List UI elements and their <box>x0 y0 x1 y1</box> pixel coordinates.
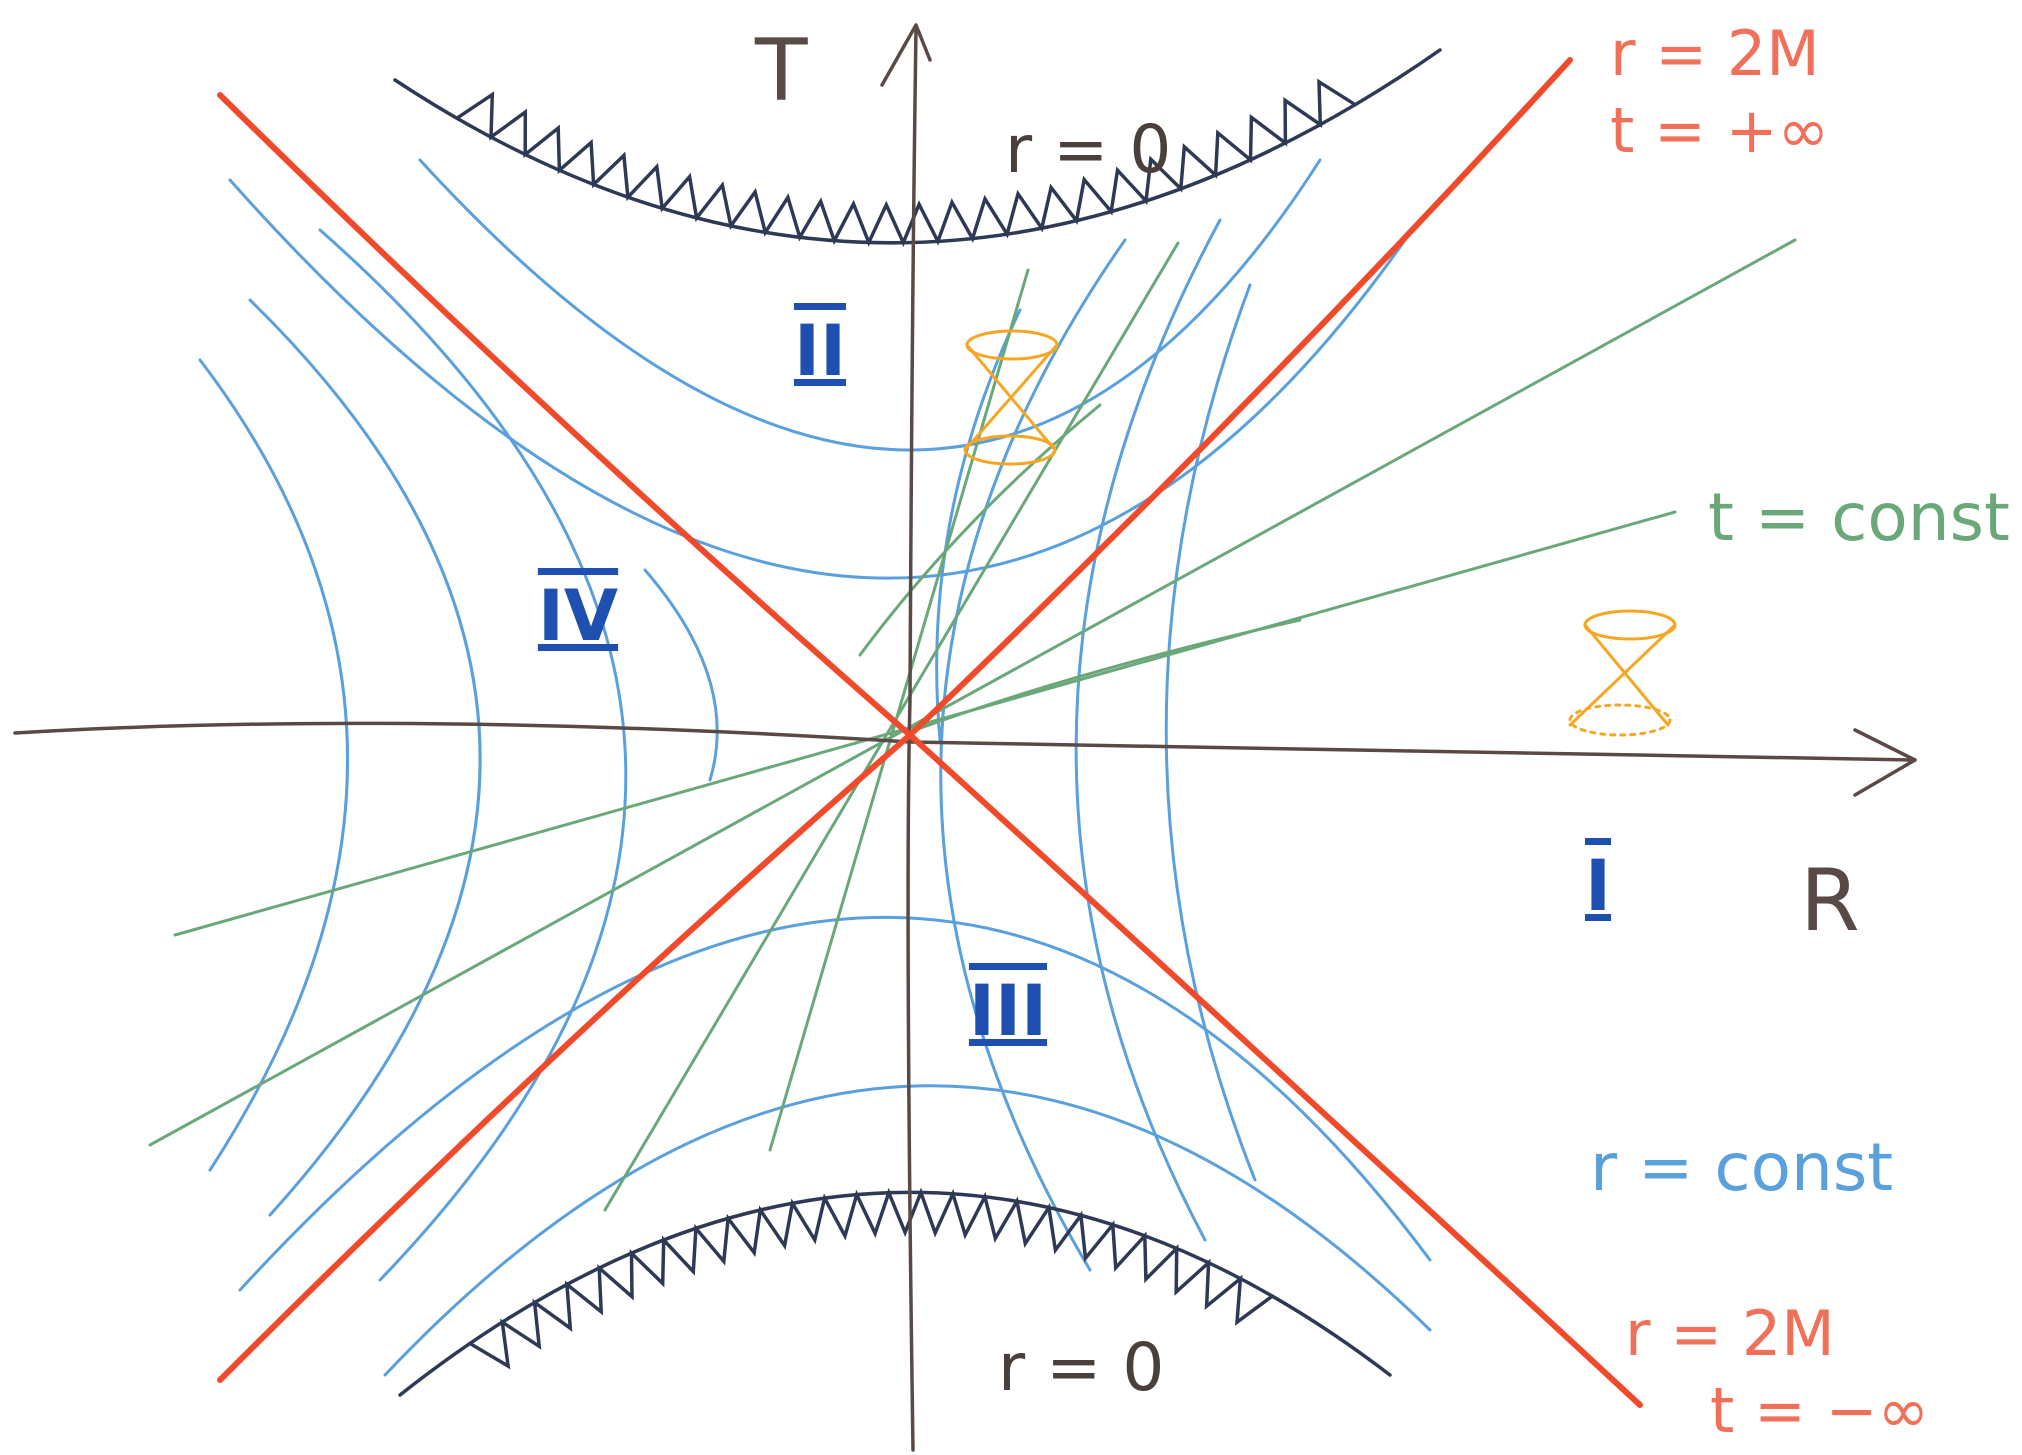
light-cone-sides <box>963 343 1059 452</box>
horizon-future-t-label: t = +∞ <box>1610 94 1829 167</box>
light-cone-top-ellipse <box>1583 609 1677 641</box>
t-const-line-4 <box>603 241 1180 1212</box>
region-label-one: I <box>1585 845 1611 927</box>
light-cone-region-two <box>963 329 1059 466</box>
light-cones <box>963 329 1677 737</box>
singularity-bottom-zigzag <box>468 1187 1275 1370</box>
t-const-line-6 <box>858 403 1102 657</box>
singularity-bottom-label: r = 0 <box>998 1329 1164 1406</box>
horizon-future-r-label: r = 2M <box>1610 17 1820 90</box>
light-cone-top-ellipse <box>965 329 1059 361</box>
horizons <box>217 57 1643 1408</box>
r-const-curve-right-2 <box>1074 218 1222 1242</box>
t-const-line-3 <box>913 618 1302 732</box>
light-cone-bottom-ellipse <box>1568 703 1672 737</box>
labels: T R II IV III I r = 0 r = 0 r = 2M t = +… <box>538 17 2010 1447</box>
t-const-line-1 <box>148 238 1797 1147</box>
region-label-three: III <box>969 970 1047 1052</box>
region-label-four: IV <box>538 575 618 657</box>
r-const-curve-left-2 <box>248 298 482 1217</box>
axis-label-t: T <box>754 21 808 121</box>
r-const-curve-left-3 <box>318 228 628 1282</box>
singularity-bottom-curve <box>398 1190 1392 1397</box>
light-cone-region-one <box>1568 609 1677 737</box>
t-const-label: t = const <box>1708 479 2010 556</box>
t-const-line-5 <box>768 268 1030 1152</box>
singularity-top-zigzag <box>455 78 1358 248</box>
axis-label-r: R <box>1800 851 1860 951</box>
r-const-curve-top-1 <box>418 158 1322 452</box>
r-const-curve-left-1 <box>198 358 350 1172</box>
r-const-curve-right-1 <box>1164 283 1257 1182</box>
r-const-curve-right-4 <box>935 308 1022 742</box>
horizon-past-r-label: r = 2M <box>1625 1297 1835 1370</box>
axes <box>13 23 1917 1452</box>
r-const-curve-left-4 <box>643 568 719 782</box>
vertical-axis-arrowhead <box>880 23 932 87</box>
singularities <box>393 48 1442 1397</box>
r-const-curve-right-3 <box>939 238 1127 1272</box>
vertical-axis <box>906 28 918 1452</box>
horizontal-axis-arrowhead <box>1853 728 1917 797</box>
r-const-label: r = const <box>1590 1129 1893 1206</box>
horizon-future-right-diagonal <box>217 57 1573 1383</box>
horizon-past-t-label: t = −∞ <box>1710 1374 1929 1447</box>
r-const-curve-top-2 <box>228 178 1407 580</box>
light-cone-bottom-ellipse <box>963 434 1057 466</box>
singularity-top-label: r = 0 <box>1005 111 1171 188</box>
r-const-curve-bottom-1 <box>238 915 1432 1292</box>
horizontal-axis <box>13 721 1917 762</box>
region-label-two: II <box>794 310 846 392</box>
